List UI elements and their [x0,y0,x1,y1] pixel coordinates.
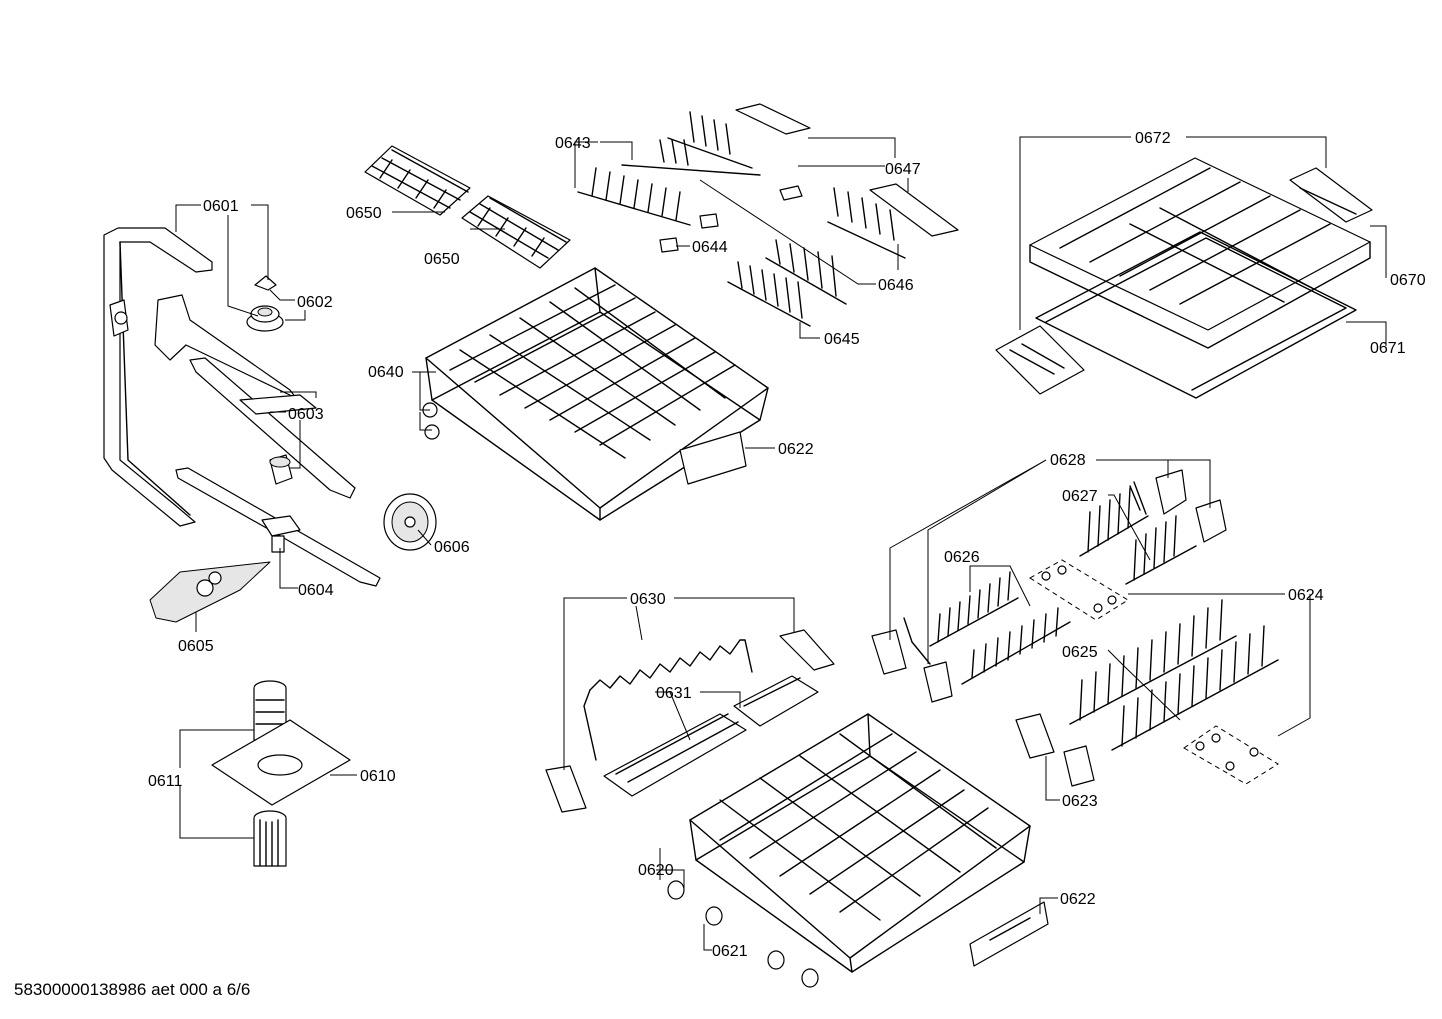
label-0671: 0671 [1370,340,1406,357]
sump-filter-assembly [211,680,351,867]
label-0650-upper: 0650 [346,205,382,222]
label-0627: 0627 [1062,488,1098,505]
tine-rack-0626 [903,571,1071,685]
tine-rack-0625 [1069,599,1279,751]
tine-rack-0643 [577,167,691,226]
label-0672: 0672 [1135,130,1171,147]
upper-basket [422,267,769,521]
label-0622-upper: 0622 [778,441,814,458]
document-id: 58300000138986 aet 000 a 6/6 [14,980,251,999]
label-0610: 0610 [360,768,396,785]
label-0650-lower: 0650 [424,251,460,268]
impeller-part [246,275,284,332]
label-0605: 0605 [178,638,214,655]
label-0604: 0604 [298,582,334,599]
label-0643: 0643 [555,135,591,152]
handle-0622-lower [969,901,1049,967]
label-0624: 0624 [1288,587,1324,604]
label-0647: 0647 [885,161,921,178]
label-0601: 0601 [203,198,239,215]
label-0606: 0606 [434,539,470,556]
tine-rack-0627 [1079,481,1197,585]
spray-supply-tube [103,227,213,527]
wire-rail-0630 [545,629,835,813]
label-0644: 0644 [692,239,728,256]
label-0670: 0670 [1390,272,1426,289]
upper-spray-arm [154,294,356,499]
cutlery-holder-upper [364,145,471,216]
label-0630: 0630 [630,591,666,608]
label-0631: 0631 [656,685,692,702]
label-0603: 0603 [288,406,324,423]
lower-spray-arm [175,467,381,587]
label-0623: 0623 [1062,793,1098,810]
cutlery-drawer [995,157,1373,399]
label-0645: 0645 [824,331,860,348]
tine-rack-0645 [727,239,847,327]
label-0611: 0611 [148,773,183,790]
label-0628: 0628 [1050,452,1086,469]
lower-basket [667,713,1031,988]
label-0620: 0620 [638,862,674,879]
label-0626: 0626 [944,549,980,566]
callout-labels: 0601 0602 0603 0604 0605 0606 0610 0611 … [148,130,1426,960]
cutlery-holder-lower [461,195,571,269]
clips-0623 [1015,713,1095,787]
label-0622-lower: 0622 [1060,891,1096,908]
fine-filter-plate [149,561,271,623]
tine-rack-0647 [621,103,959,259]
label-0602: 0602 [297,294,333,311]
label-0621: 0621 [712,943,748,960]
small-clips-0644 [659,185,803,253]
holders-0631 [603,675,819,797]
clips-0628 [871,469,1227,703]
leader-lines [175,136,1387,951]
label-0640: 0640 [368,364,404,381]
label-0646: 0646 [878,277,914,294]
clip-sets-0624 [1029,559,1279,785]
label-0625: 0625 [1062,644,1098,661]
